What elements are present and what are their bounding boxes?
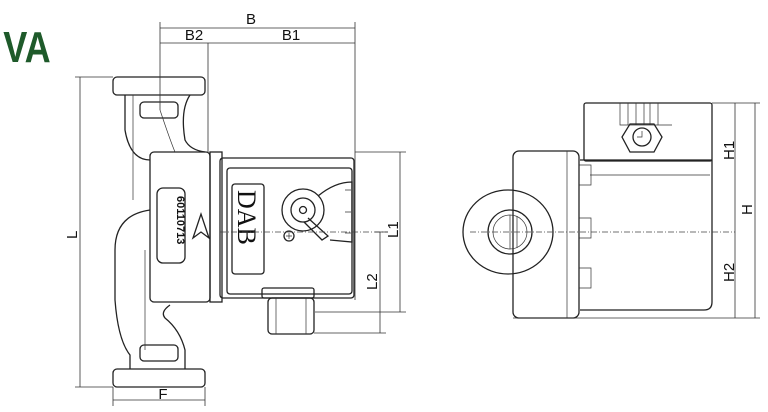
dim-H1: H1 bbox=[721, 141, 738, 160]
bottom-port bbox=[139, 344, 179, 362]
logo-text: DAB bbox=[232, 190, 261, 245]
inlet-port bbox=[487, 209, 533, 255]
top-port bbox=[139, 101, 179, 119]
part-number-plate bbox=[156, 187, 186, 264]
cable-gland-nut bbox=[621, 123, 663, 153]
dab-logo bbox=[231, 183, 265, 275]
top-flange bbox=[112, 76, 206, 96]
dimension-lines-end bbox=[513, 102, 760, 319]
dim-L2: L2 bbox=[364, 273, 381, 290]
dim-H2: H2 bbox=[721, 263, 738, 282]
flange-ring bbox=[209, 151, 223, 303]
dim-B1: B1 bbox=[282, 27, 300, 44]
dim-L1: L1 bbox=[385, 221, 402, 238]
screw-icon bbox=[283, 230, 295, 242]
dim-B2: B2 bbox=[185, 27, 203, 44]
model-title: VA bbox=[3, 23, 50, 72]
part-number: 60110713 bbox=[174, 196, 186, 244]
dim-B: B bbox=[246, 11, 256, 28]
dimension-lines bbox=[75, 22, 406, 406]
dim-L: L bbox=[64, 231, 81, 239]
speed-selector-knob bbox=[281, 188, 325, 232]
bottom-flange bbox=[112, 368, 206, 388]
dim-H: H bbox=[739, 204, 756, 215]
side-view: 60110713 DAB B B2 B1 L bbox=[64, 11, 406, 406]
dim-F: F bbox=[158, 386, 167, 403]
end-view: H1 H H2 bbox=[462, 102, 760, 319]
cable-gland bbox=[267, 297, 315, 335]
motor-can bbox=[580, 159, 713, 311]
flow-arrow-icon bbox=[191, 211, 211, 240]
pump-body bbox=[512, 150, 580, 319]
terminal-box bbox=[583, 102, 713, 162]
